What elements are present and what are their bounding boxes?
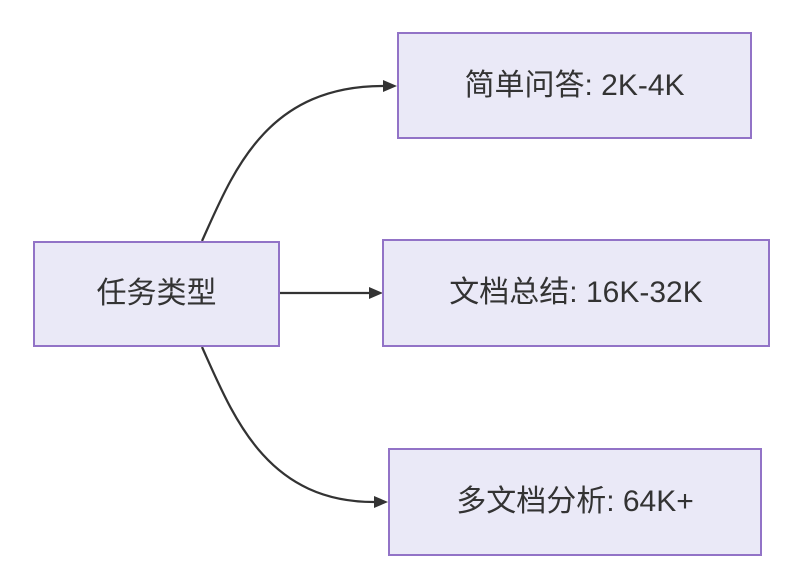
node-doc-summary: 文档总结: 16K-32K [382,239,770,347]
edge-root-to-simple-qa [200,80,397,242]
node-multidoc-analysis-label: 多文档分析: 64K+ [456,485,694,518]
node-simple-qa-label: 简单问答: 2K-4K [464,68,685,102]
node-task-type-label: 任务类型 [96,277,217,310]
node-simple-qa: 简单问答: 2K-4K [397,32,752,139]
node-multidoc-analysis: 多文档分析: 64K+ [388,448,762,556]
node-task-type: 任务类型 [33,241,280,347]
node-doc-summary-label: 文档总结: 16K-32K [449,276,703,309]
edge-root-to-multidoc-analysis [200,346,388,508]
